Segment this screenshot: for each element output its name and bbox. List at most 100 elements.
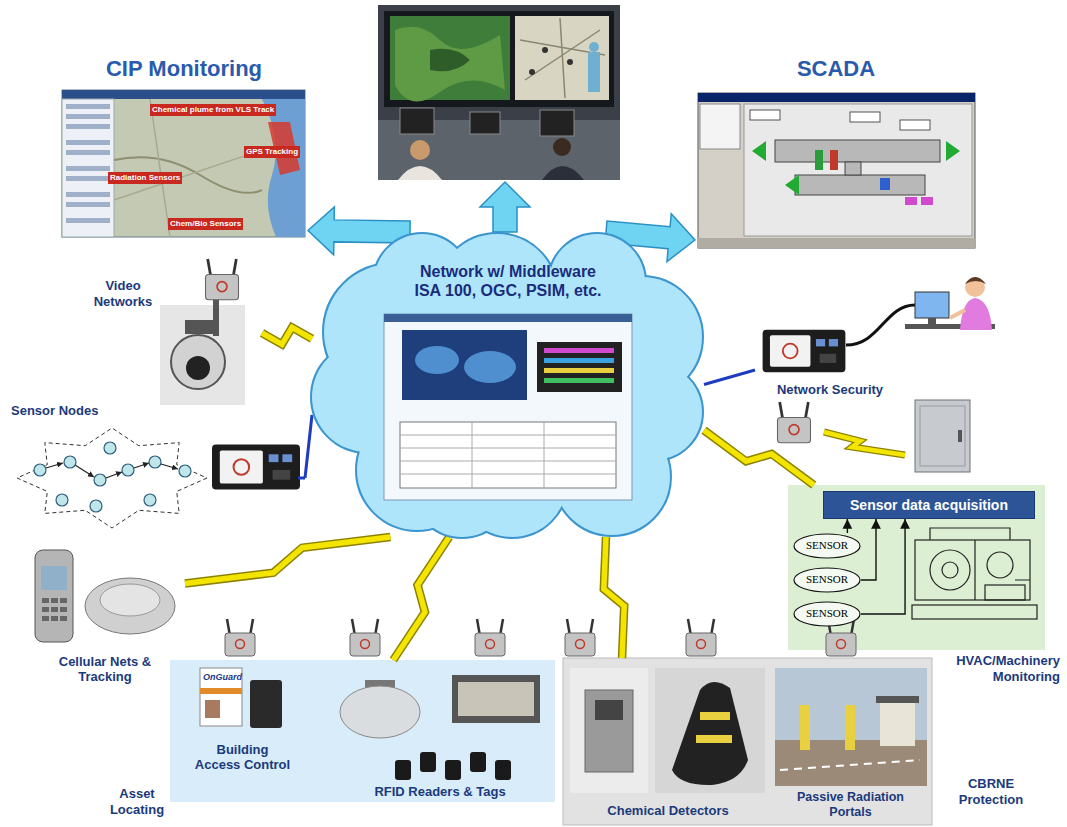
sensor-field [56, 494, 68, 506]
middleware-screenshot [400, 461, 616, 462]
radiation-portal-photo [876, 696, 919, 703]
sensor-field [122, 464, 134, 476]
sensor-field [161, 464, 178, 469]
cell-devices [42, 598, 49, 603]
map-screenshot [114, 99, 262, 237]
node-label: Network w/ Middleware ISA 100, OGC, PSIM… [408, 262, 608, 300]
panel-caption: CBRNE Protection [946, 776, 1036, 807]
cloud-fill [312, 234, 702, 537]
map-screenshot [66, 124, 110, 129]
node-label: Video Networks [90, 278, 156, 309]
wireless-link [824, 432, 905, 455]
node-label: Building Access Control [194, 742, 292, 773]
middleware-screenshot [472, 422, 473, 488]
wireless-node [350, 619, 380, 656]
chemical-detector-photos [570, 668, 648, 793]
sensor-field [75, 465, 94, 477]
rfid-tags [420, 752, 436, 772]
ptz-camera [160, 296, 245, 405]
signal-arrow [861, 519, 905, 614]
map-screenshot [62, 90, 305, 237]
middleware-screenshot [544, 378, 614, 383]
access-badge [200, 668, 242, 726]
cloud-fill [358, 290, 658, 490]
node-label: Chemical Detectors [573, 803, 763, 819]
node-label: Cellular Nets & Tracking [40, 654, 170, 685]
sensor-field [94, 474, 106, 486]
cell-devices [100, 584, 160, 616]
sensor-field [149, 456, 161, 468]
scada-screenshot [698, 93, 975, 248]
machine-drawing [915, 540, 1030, 600]
wireless-link [185, 537, 390, 584]
control-room-photo [567, 59, 573, 65]
operator-workstation [965, 277, 985, 297]
cell-devices [60, 616, 67, 621]
control-room-photo [430, 49, 470, 72]
gateway-box [212, 445, 300, 490]
node-label: SCADA [736, 56, 936, 82]
node-label: Sensor data acquisition [827, 497, 1032, 514]
scada-screenshot [698, 93, 975, 102]
map-screenshot [66, 202, 110, 207]
ellipse-shape [794, 568, 860, 592]
radiation-portal-photo [800, 705, 810, 750]
node-label: CIP Monitoring [64, 56, 304, 82]
wireless-node [225, 619, 255, 656]
wireless-node [475, 619, 505, 656]
scada-screenshot [946, 141, 960, 161]
device-group: Video Networks [90, 258, 262, 408]
scada-screenshot [905, 197, 917, 205]
node-label: Network Security [760, 382, 900, 398]
sensor-ellipse: SENSOR [793, 567, 861, 593]
cell-devices [51, 607, 58, 612]
panel-caption: Asset Locating [106, 786, 168, 817]
scada-screenshot [845, 162, 861, 175]
device-group: RFID Readers & Tags [330, 665, 550, 800]
bolt-outline [393, 537, 449, 660]
cell-devices [60, 607, 67, 612]
ptz-camera [186, 356, 210, 380]
machine-drawing [912, 605, 1037, 619]
control-room-photo [400, 108, 434, 134]
machine-drawing [942, 562, 958, 578]
access-badge [250, 680, 282, 728]
bolt-outline [704, 430, 814, 485]
ptz-camera [185, 320, 219, 334]
ellipse-shape [794, 602, 860, 626]
wireless-node [778, 402, 811, 443]
middleware-screenshot [544, 422, 545, 488]
signal-arrow [847, 519, 848, 533]
rfid-tags [470, 752, 486, 772]
scada-screenshot [752, 141, 766, 161]
machine-drawing [930, 550, 970, 590]
access-badge [205, 700, 220, 718]
device-group: Passive Radiation Portals [773, 664, 928, 820]
sensor-field [17, 428, 207, 528]
control-room-photo [529, 69, 535, 75]
sensor-field [17, 428, 207, 528]
map-screenshot [66, 176, 110, 181]
monitoring-panel: HVAC/Machinery MonitoringSensor data acq… [788, 485, 1045, 650]
wired-link [305, 415, 312, 478]
bolt-outline [185, 537, 390, 584]
wireless-link [262, 327, 312, 344]
wireless-node [565, 619, 595, 656]
sensor-field [90, 500, 102, 512]
cell-devices [42, 616, 49, 621]
ptz-camera [171, 335, 225, 389]
middleware-screenshot [400, 448, 616, 449]
bolt-outline [262, 327, 312, 344]
map-screenshot [66, 104, 110, 109]
gateway-box [763, 330, 846, 372]
middleware-screenshot [544, 358, 614, 363]
control-room-photo [384, 11, 614, 107]
ellipse-shape [794, 534, 860, 558]
cell-devices [51, 598, 58, 603]
node-label: SENSOR [796, 607, 858, 620]
panel-caption: HVAC/Machinery Monitoring [935, 653, 1060, 684]
cell-devices [42, 598, 67, 621]
middleware-screenshot [402, 330, 527, 400]
operator-workstation [950, 310, 965, 318]
